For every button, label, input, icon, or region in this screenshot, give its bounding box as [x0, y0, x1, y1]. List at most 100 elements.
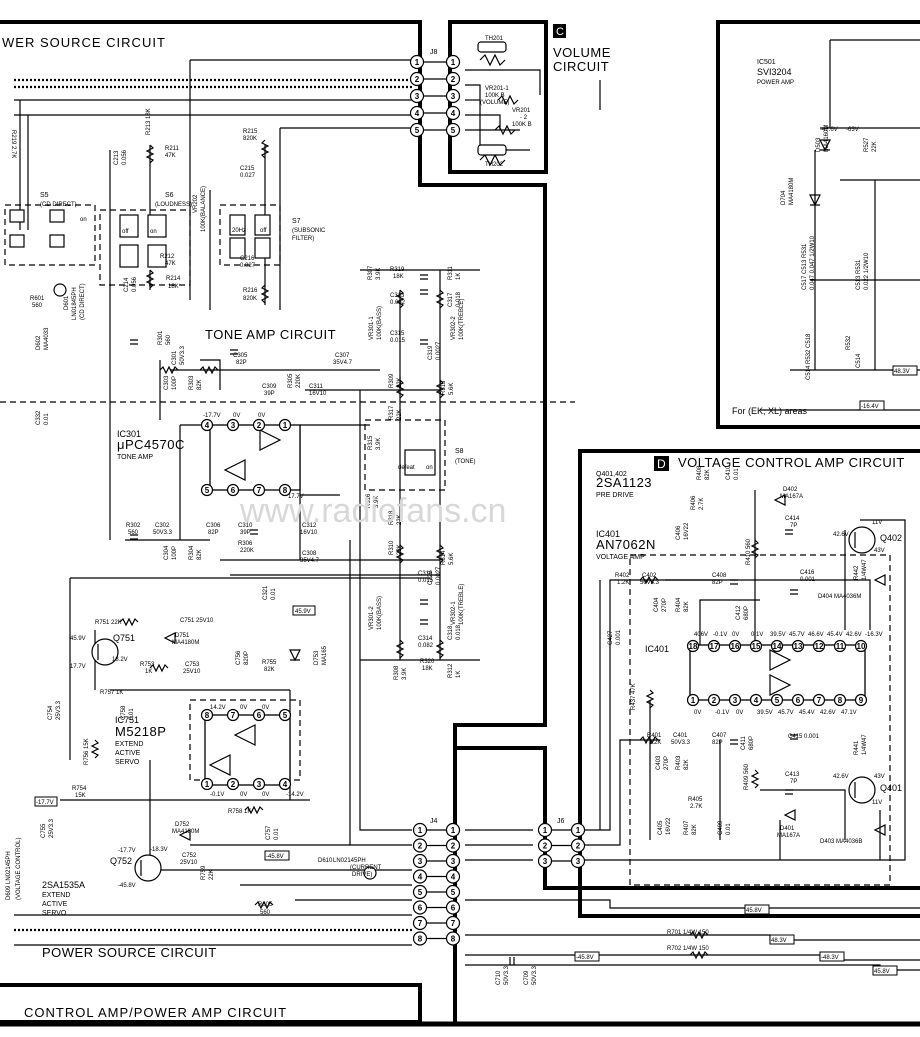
- voltage-ic401-top: -0.1V: [713, 632, 727, 638]
- label-c414v: 7P: [790, 523, 797, 529]
- s6-label: S6: [165, 192, 174, 199]
- label-c402v: 50V3.3: [640, 580, 660, 586]
- label-c308v: 35V4.7: [300, 558, 320, 564]
- label-d602: D602: [36, 335, 42, 350]
- label-r313v: 5.6K: [449, 383, 455, 395]
- label-c317v: 0.018: [456, 291, 462, 307]
- label-c319v: 0.0027: [436, 341, 442, 360]
- label-c401: C401: [673, 733, 688, 739]
- q752-f2: ACTIVE: [42, 901, 68, 908]
- q401-label: Q401: [880, 783, 902, 793]
- title-control-amp: CONTROL AMP/POWER AMP CIRCUIT: [24, 1005, 287, 1020]
- voltage-ic401-bot: 0V: [694, 710, 701, 716]
- q402-label: Q402: [880, 533, 902, 543]
- label-c407v: 82P: [712, 740, 723, 746]
- vr201-1v: 100K B: [485, 93, 505, 99]
- label-c303v: 100P: [172, 376, 178, 390]
- label-r309v: 22K: [397, 377, 403, 388]
- ic301-top-pin-num: 2: [257, 421, 262, 430]
- label-r319v: 18K: [393, 274, 404, 280]
- ic401-bot-pin: [833, 693, 847, 707]
- transistors-sym: [91, 526, 876, 882]
- label-c756v: 820P: [244, 651, 250, 665]
- label-r404: R404: [676, 597, 682, 612]
- label-r755v: 82K: [264, 667, 275, 673]
- label-r307: R307: [368, 265, 374, 280]
- label-c305v: 82P: [236, 360, 247, 366]
- label-d610f: (CURRENT: [350, 865, 382, 871]
- label-r312v: 1K: [456, 671, 462, 678]
- volume-letter: C: [556, 26, 564, 38]
- label-d704v: MA4180M: [789, 178, 795, 205]
- label-d753v: MA165: [322, 645, 328, 665]
- ic751-part: M5218P: [115, 724, 166, 739]
- label-c753: C753: [185, 662, 200, 668]
- ic301-top-pin-num: 1: [283, 421, 288, 430]
- label-c311: C311: [309, 384, 324, 390]
- ic401-bot-pin: [854, 693, 868, 707]
- ic401-top-pin-num: 11: [836, 642, 845, 651]
- label-c757: C757: [266, 825, 272, 840]
- label-c416v: 0.001: [800, 577, 816, 583]
- voltage-v_459: 45.9V: [70, 636, 86, 642]
- label-d752v: MA4180M: [172, 829, 199, 835]
- j4-pin-label: 3: [451, 857, 456, 866]
- voltage-v_426b: 42.6V: [833, 774, 849, 780]
- voltage-v_0b: 0V: [258, 413, 265, 419]
- s5-on: on: [80, 217, 87, 223]
- titles: WER SOURCE CIRCUIT C VOLUME CIRCUIT TONE…: [2, 24, 904, 1020]
- ic751-func3: SERVO: [115, 759, 140, 766]
- ic401-top-pin-num: 17: [710, 642, 719, 651]
- voltage-ic401-bot: 39.5V: [757, 710, 773, 716]
- label-c409v: 0.01: [726, 823, 732, 835]
- j4-pin-label: 6: [451, 904, 456, 913]
- label-r302v: 560: [128, 530, 139, 536]
- label-r219: R219 2.7K: [10, 130, 16, 158]
- ek-note: For (EK, XL) areas: [732, 406, 808, 416]
- title-power-source-top: WER SOURCE CIRCUIT: [2, 35, 166, 50]
- label-c514: C514 R532 C518: [806, 333, 812, 380]
- voltage-v_01: -0.1V: [210, 792, 224, 798]
- j8-pin-label: 4: [451, 109, 456, 118]
- label-vr301_2: VR301-2: [369, 606, 375, 630]
- label-c313: C313: [390, 293, 405, 299]
- q752-f1: EXTEND: [42, 892, 70, 899]
- ic301-bot-pin-num: 7: [257, 486, 262, 495]
- s5-label: S5: [40, 192, 49, 199]
- label-c756: C756: [236, 650, 242, 665]
- tag-48-3-side: 48.3V: [894, 369, 910, 375]
- tag-m45-8b: -45.8V: [576, 955, 594, 961]
- label-c332: C332: [36, 410, 42, 425]
- label-c755v: 25V3.3: [49, 818, 55, 838]
- ic751-bot-pin-num: 4: [283, 780, 288, 789]
- label-c215: C215: [240, 166, 255, 172]
- j4-pin-label: 1: [451, 826, 456, 835]
- vr201-2b: - 2: [520, 115, 528, 121]
- voltage-ic401-top: 45.4V: [827, 632, 843, 638]
- th201: TH201: [485, 36, 504, 42]
- label-c302v: 50V3.3: [153, 530, 173, 536]
- voltage-ic401-top: 46.6V: [808, 632, 824, 638]
- label-r751: R751 22K: [95, 620, 122, 626]
- label-c405: C405: [658, 820, 664, 835]
- label-r315: R315: [368, 435, 374, 450]
- label-c317: C317: [448, 292, 454, 307]
- ic301-top-pin: [252, 418, 266, 432]
- label-r316: R316: [366, 493, 372, 508]
- q751-label: Q751: [113, 633, 135, 643]
- label-c410v: 0.01: [734, 468, 740, 480]
- label-c753v: 25V10: [183, 669, 201, 675]
- label-vr301_1v: 100K(BASS): [377, 306, 383, 340]
- vr201-2: VR201: [512, 108, 531, 114]
- label-d601f: (CD DIRECT): [80, 283, 86, 320]
- s7-func1: (SUBSONIC: [292, 228, 326, 234]
- ic401-box-label: IC401: [645, 644, 669, 654]
- voltage-v_142b: -14.2V: [286, 792, 304, 798]
- label-r318: R318: [389, 510, 395, 525]
- j4-pin-label: 7: [451, 919, 456, 928]
- label-r406: R406: [691, 495, 697, 510]
- ic401-bot-pin-num: 7: [817, 696, 822, 705]
- ic401-bot-pin: [728, 693, 742, 707]
- j8-pin-label: 4: [415, 109, 420, 118]
- ic751-top-pin: [200, 708, 214, 722]
